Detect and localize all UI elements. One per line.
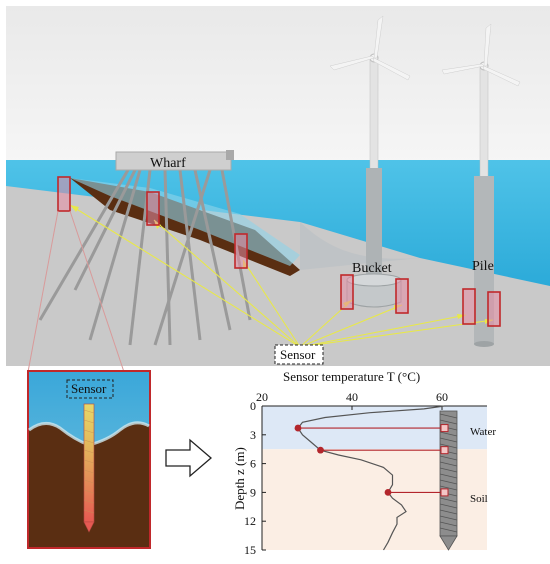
sky-background: [6, 6, 550, 166]
pile-helix-line: [439, 479, 458, 485]
chart-pile: [439, 410, 458, 551]
pile-helix-line: [439, 455, 458, 461]
pile-blade: [441, 63, 485, 75]
soil-zone-label: Soil: [470, 493, 488, 505]
y-tick-label: 9: [250, 485, 256, 499]
pile-label: Pile: [472, 259, 494, 274]
pile-helix-line: [439, 503, 458, 509]
sensor-frame-wharf-left: [57, 176, 71, 212]
sensor-frame-wharf-mid: [146, 191, 160, 226]
y-tick-label: 3: [250, 428, 256, 442]
bucket-turbine: Bucket: [329, 15, 411, 308]
y-tick-label: 0: [250, 399, 256, 413]
x-axis-label: Sensor temperature T (°C): [283, 369, 420, 384]
sensor-main-label-box: [274, 344, 324, 365]
pile-blade: [483, 23, 492, 67]
bucket-label: Bucket: [352, 261, 392, 276]
zoom-lines: [27, 210, 125, 373]
bucket-tower: [369, 59, 379, 171]
x-tick-label: 60: [436, 390, 448, 404]
pile-helix-line: [439, 473, 458, 479]
y-axis-label: Depth z (m): [232, 447, 247, 510]
pile-helix-line: [439, 431, 458, 437]
pile-helix-line: [439, 509, 458, 515]
temperature-curve: [297, 405, 445, 551]
sensor-frame-bucket-left: [340, 274, 354, 310]
pile-tower: [479, 67, 489, 179]
pile-helix-line: [439, 443, 458, 449]
pile-helix-line: [439, 485, 458, 491]
wharf-bollard: [226, 150, 234, 160]
wharf-piles: [38, 169, 252, 346]
seabed-slope: [300, 222, 420, 270]
inset-sensor-label: Sensor: [71, 381, 107, 396]
bucket-blade: [373, 15, 384, 59]
offshore-scene: Wharf Bucket Pile: [6, 6, 550, 373]
sensor-frame-wharf-right: [234, 233, 248, 269]
sensor-frames: [57, 176, 501, 327]
y-tick-label: 6: [250, 457, 256, 471]
pile-helix-line: [439, 521, 458, 527]
x-tick-label: 40: [346, 390, 358, 404]
sensor-frame-pile-right: [487, 291, 501, 327]
inset-rod-tip: [83, 521, 95, 533]
wharf-deck: [115, 151, 232, 171]
sensor-frame-pile-left: [462, 288, 476, 325]
pile-helix-line: [439, 497, 458, 503]
pile-bottom: [474, 341, 494, 347]
y-tick-label: 12: [244, 514, 256, 528]
temperature-marker: [294, 424, 302, 432]
chart-pile-tip: [439, 535, 458, 551]
temperature-marker: [384, 489, 392, 496]
temperature-depth-chart: 20 40 60 0 3 6 9 12 15 Sensor temperature T (°C)…: [232, 369, 496, 557]
sensor-main-label: Sensor: [280, 347, 316, 362]
pile-helix-line: [439, 413, 458, 419]
pile-helix-line: [439, 527, 458, 533]
pile-helix-line: [439, 419, 458, 425]
inset-rod-ribs: [83, 409, 95, 514]
pile-helix-line: [439, 515, 458, 521]
y-tick-label: 15: [244, 543, 256, 557]
bucket-lower-tower: [366, 168, 382, 280]
temperature-marker: [317, 446, 324, 454]
pile-helix-line: [439, 437, 458, 443]
bucket-blade: [372, 57, 411, 81]
x-tick-label: 20: [256, 390, 268, 404]
pile-blade: [482, 65, 521, 87]
pile-sensor-node: [440, 424, 449, 433]
bucket-blade: [329, 55, 375, 71]
wharf-label: Wharf: [150, 156, 186, 171]
water-zone-label: Water: [470, 426, 496, 438]
right-arrow-icon: [165, 438, 212, 478]
pile-helix-line: [439, 461, 458, 467]
pile-sensor-node: [440, 446, 449, 455]
pile-helix-line: [439, 467, 458, 473]
inset-sensor-label-box: [66, 379, 114, 399]
sensor-frame-bucket-right: [395, 278, 409, 314]
sensor-inset: Sensor: [27, 370, 151, 549]
pile-sensor-node: [440, 488, 449, 497]
